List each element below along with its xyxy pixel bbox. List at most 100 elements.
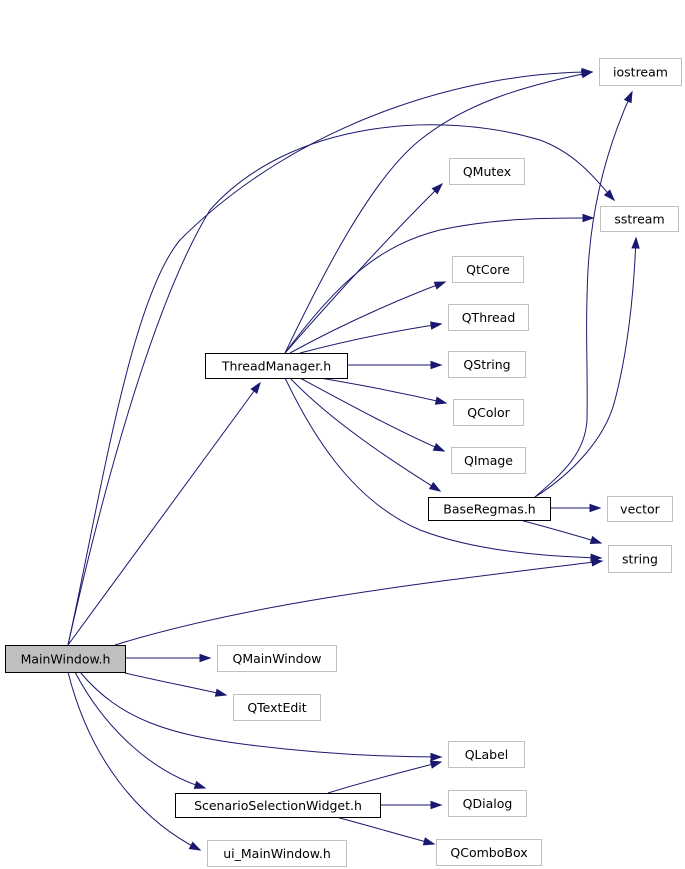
edge-main-window-h-to-qtextedit (124, 672, 228, 697)
edge-line (114, 560, 603, 646)
arrowhead-icon (199, 653, 212, 663)
edge-line (284, 183, 443, 354)
edge-scenario-selection-widget-h-to-qlabel (327, 760, 443, 794)
node-label: BaseRegmas.h (443, 502, 535, 517)
arrowhead-icon (193, 780, 207, 789)
arrowhead-icon (429, 321, 443, 330)
node-thread-manager-h[interactable]: ThreadManager.h (205, 353, 348, 379)
edge-thread-manager-h-to-base-regmas-h (289, 377, 442, 492)
node-label: QMainWindow (233, 651, 322, 666)
node-qmutex: QMutex (449, 158, 525, 185)
edge-thread-manager-h-to-string (284, 377, 603, 562)
node-label: ScenarioSelectionWidget.h (194, 798, 362, 813)
node-label: sstream (614, 212, 664, 227)
arrowhead-icon (214, 688, 228, 697)
node-box (217, 645, 337, 672)
arrowhead-icon (589, 503, 602, 513)
edge-line (335, 816, 435, 845)
edge-line (534, 91, 633, 498)
node-qmainwindow: QMainWindow (217, 645, 337, 672)
node-box (175, 793, 381, 818)
edge-line (299, 377, 445, 452)
arrowhead-icon (250, 381, 261, 394)
arrowhead-icon (589, 535, 603, 544)
node-box (608, 545, 672, 573)
nodes-layer: MainWindow.h ThreadManager.hBaseRegmas.hS… (5, 58, 682, 867)
node-label: QImage (464, 453, 513, 468)
arrowhead-icon (430, 752, 443, 762)
edge-line (284, 71, 593, 354)
arrowhead-icon (582, 213, 595, 223)
node-main-window-h[interactable]: MainWindow.h (5, 645, 126, 673)
arrowhead-icon (432, 442, 446, 452)
node-qdialog: QDialog (448, 790, 527, 817)
arrowhead-icon (631, 236, 640, 249)
edge-base-regmas-h-to-sstream (534, 236, 640, 498)
arrowhead-icon (603, 189, 616, 202)
edge-base-regmas-h-to-iostream (534, 90, 633, 498)
arrowhead-icon (188, 841, 202, 851)
edge-line (67, 382, 261, 646)
node-label: QMutex (463, 164, 511, 179)
edge-thread-manager-h-to-qtcore (289, 281, 447, 354)
node-qtextedit: QTextEdit (233, 694, 321, 721)
edge-line (79, 671, 442, 758)
arrowhead-icon (422, 837, 436, 846)
edge-line (124, 672, 227, 696)
node-label: ThreadManager.h (221, 359, 331, 374)
edge-thread-manager-h-to-qmutex (284, 182, 444, 354)
node-label: ui_MainWindow.h (223, 846, 331, 861)
node-box (448, 351, 526, 378)
edge-scenario-selection-widget-h-to-qdialog (380, 800, 443, 810)
edge-line (67, 71, 593, 646)
edge-base-regmas-h-to-vector (550, 503, 602, 513)
node-label: vector (620, 502, 661, 517)
edge-line (327, 761, 442, 794)
arrowhead-icon (623, 90, 633, 104)
node-box (599, 58, 682, 86)
edge-line (534, 237, 637, 498)
edge-line (74, 671, 206, 789)
node-qlabel: QLabel (448, 741, 525, 768)
edge-line (299, 323, 442, 354)
node-qthread: QThread (448, 304, 529, 331)
edge-main-window-h-to-scenario-selection-widget-h (74, 671, 207, 789)
node-box (600, 206, 679, 232)
node-box (428, 497, 551, 521)
node-base-regmas-h[interactable]: BaseRegmas.h (428, 497, 551, 521)
node-label: QString (463, 357, 510, 372)
edge-main-window-h-to-ui-main-window-h (67, 671, 202, 851)
node-box (453, 399, 524, 426)
node-box (607, 496, 673, 522)
edge-thread-manager-h-to-qcolor (319, 377, 448, 405)
node-sstream: sstream (600, 206, 679, 232)
edge-line (284, 217, 594, 354)
node-box (436, 839, 542, 866)
arrowhead-icon (430, 360, 443, 370)
node-qstring: QString (448, 351, 526, 378)
edge-thread-manager-h-to-qstring (347, 360, 443, 370)
node-box (449, 158, 525, 185)
edge-line (67, 671, 201, 851)
arrowhead-icon (430, 800, 443, 810)
node-box (5, 645, 126, 673)
edge-line (284, 377, 602, 559)
node-box (451, 447, 526, 474)
node-label: QComboBox (450, 845, 527, 860)
node-box (448, 790, 527, 817)
edge-base-regmas-h-to-string (519, 519, 603, 544)
arrowhead-icon (433, 281, 447, 290)
arrowhead-icon (429, 760, 443, 769)
node-label: QtCore (466, 262, 510, 277)
node-label: QLabel (465, 747, 509, 762)
edge-line (67, 124, 615, 646)
edges-layer (67, 67, 640, 851)
node-label: QColor (467, 405, 510, 420)
node-box (205, 353, 348, 379)
edge-main-window-h-to-thread-manager-h (67, 381, 261, 646)
node-label: MainWindow.h (21, 652, 111, 667)
node-scenario-selection-widget-h[interactable]: ScenarioSelectionWidget.h (175, 793, 381, 818)
edge-scenario-selection-widget-h-to-qcombobox (335, 816, 436, 846)
node-label: QTextEdit (247, 700, 306, 715)
node-box (452, 256, 524, 283)
